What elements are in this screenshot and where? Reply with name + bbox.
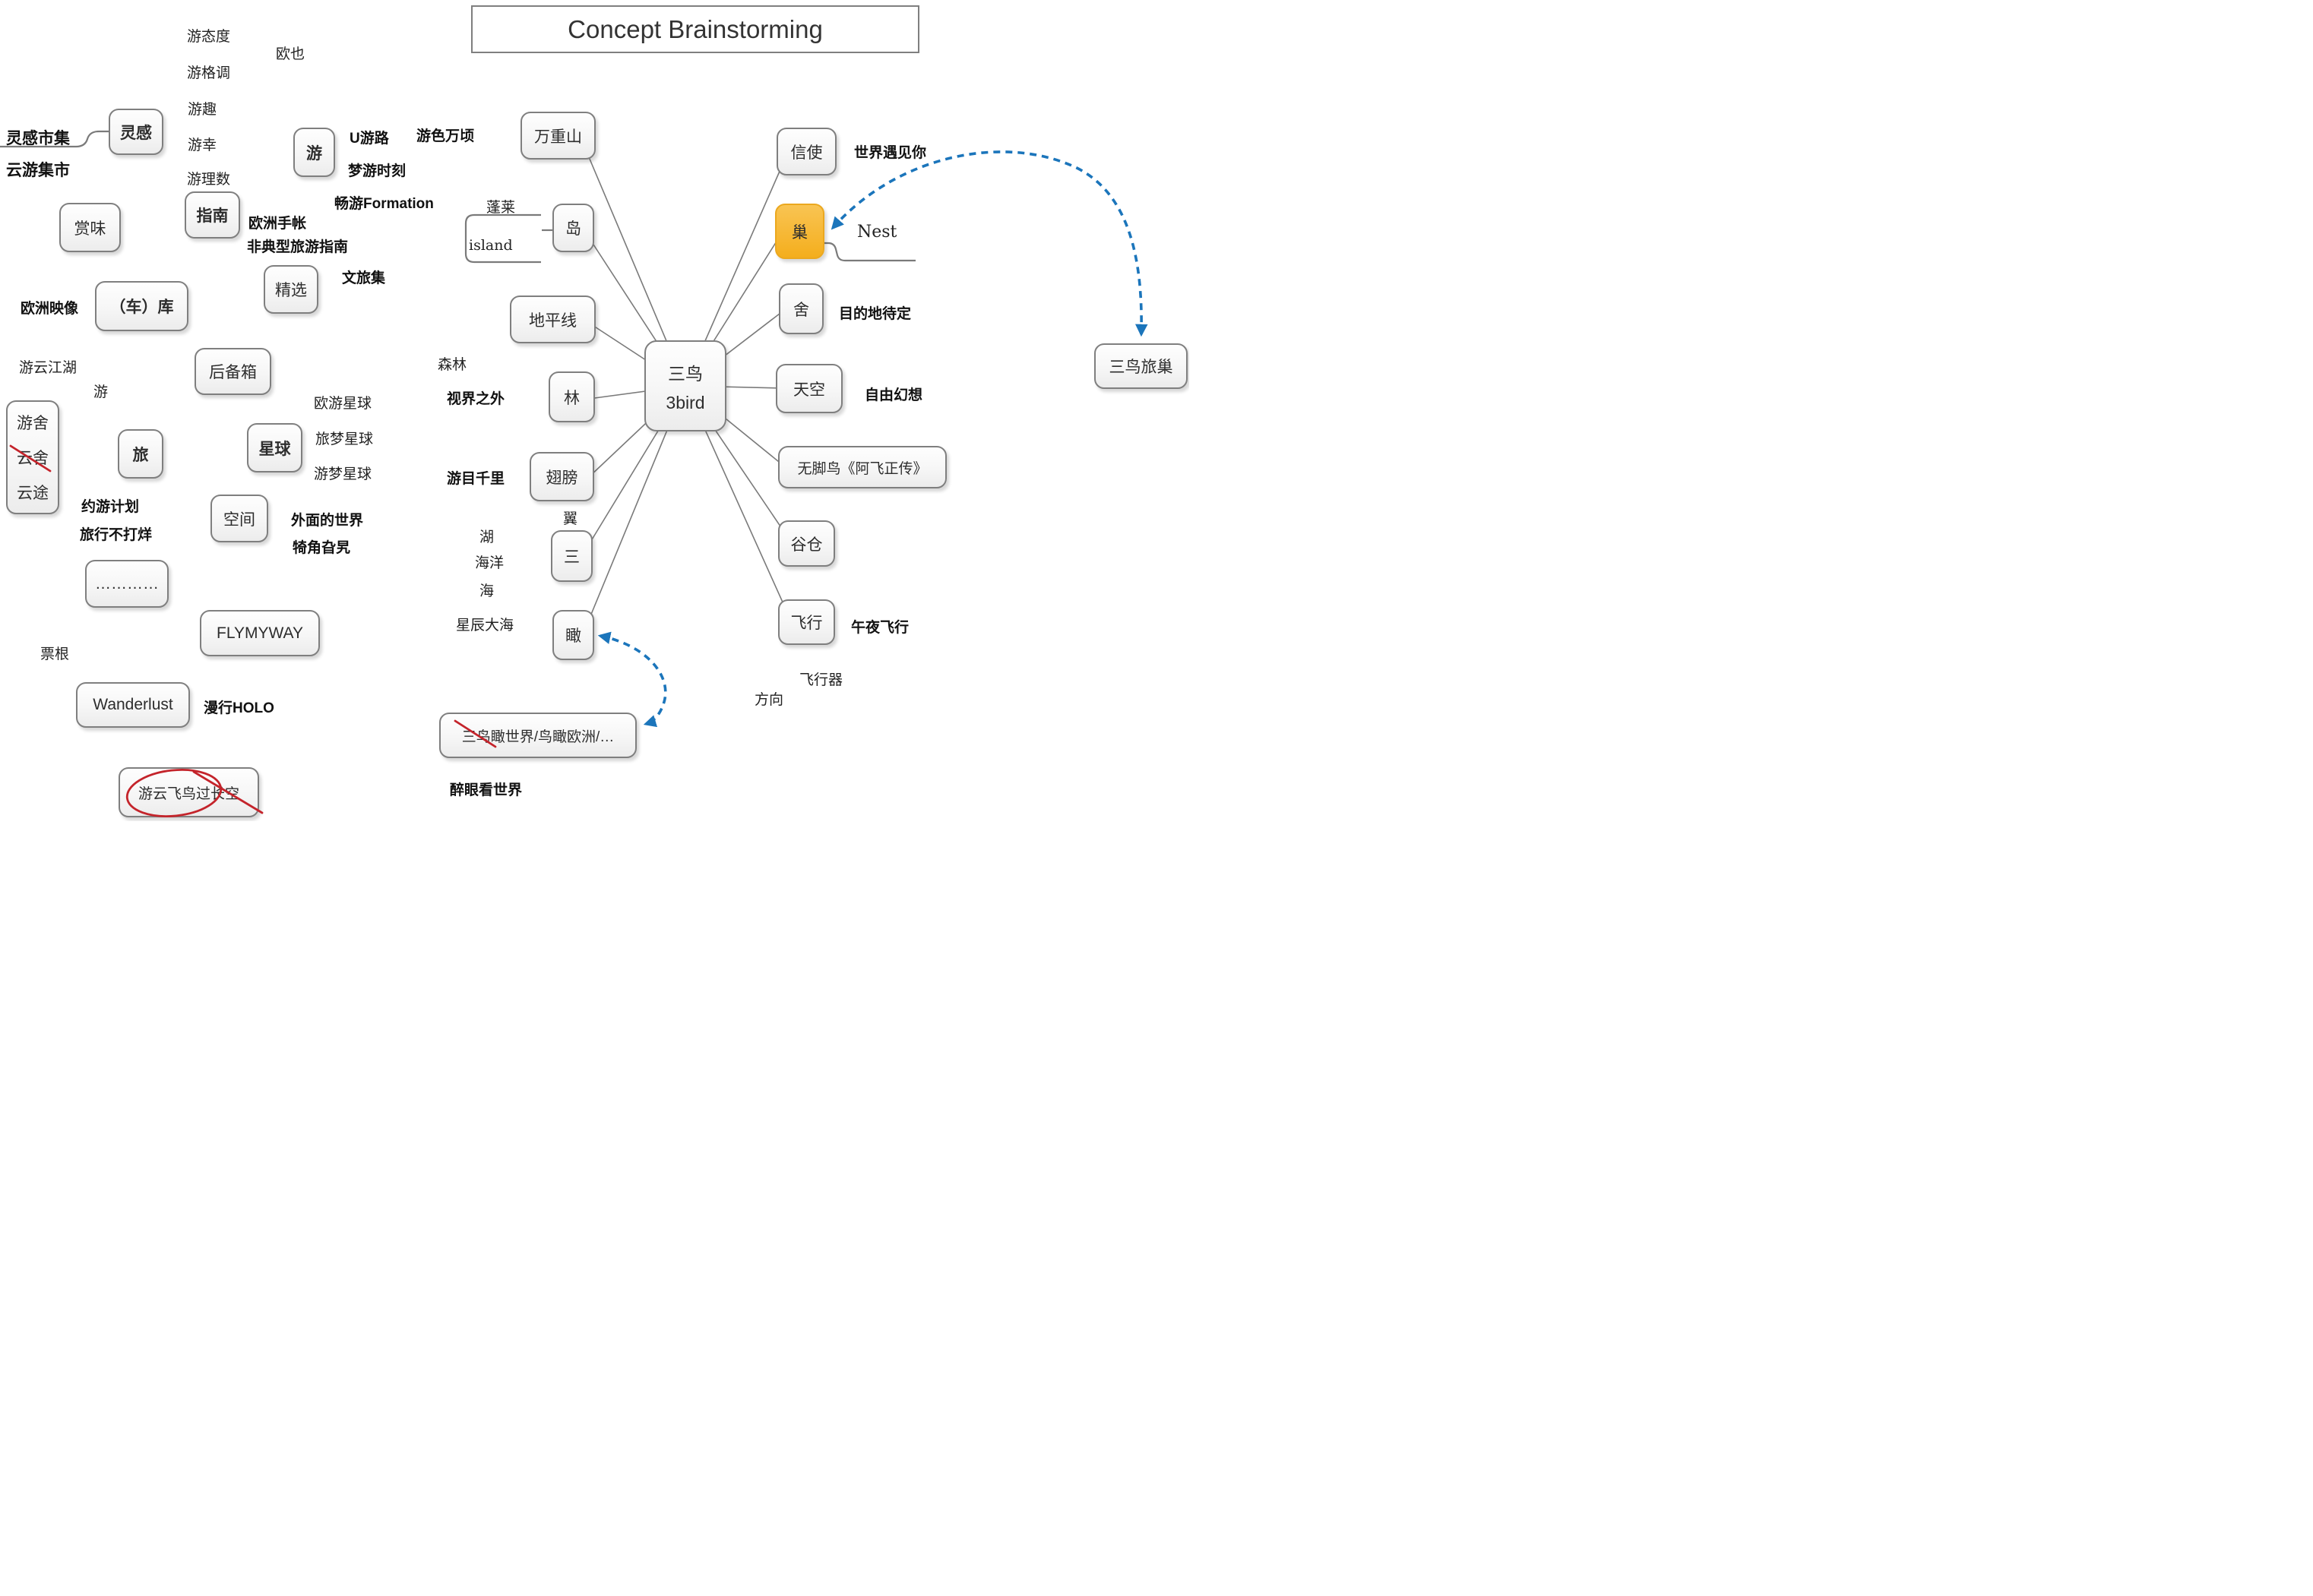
text-ouye[interactable]: 欧也 (276, 46, 305, 62)
node-wanzhongshan[interactable]: 万重山 (521, 112, 596, 160)
diagram-title-label: Concept Brainstorming (568, 14, 823, 43)
node-flymyway[interactable]: FLYMYWAY (200, 610, 320, 656)
text-manxing-holo[interactable]: 漫行HOLO (204, 700, 274, 716)
text-youmu-qianli[interactable]: 游目千里 (447, 471, 505, 487)
node-wanderlust[interactable]: Wanderlust (76, 682, 190, 728)
text-feixingqi[interactable]: 飞行器 (799, 672, 843, 688)
node-houbeixiang[interactable]: 后备箱 (195, 348, 271, 395)
text-wuye-feixing[interactable]: 午夜飞行 (851, 620, 910, 636)
text-zuiyan[interactable]: 醉眼看世界 (450, 782, 523, 798)
node-jingxuan[interactable]: 精选 (264, 265, 318, 314)
node-san[interactable]: 三 (551, 530, 593, 582)
penglai-island-bracket (464, 213, 541, 264)
node-lin[interactable]: 林 (549, 371, 595, 422)
text-you-qu[interactable]: 游趣 (188, 101, 217, 118)
node-kongjian[interactable]: 空间 (210, 495, 268, 542)
node-xingqiu[interactable]: 星球 (247, 423, 302, 472)
elbow-linggan-connector (0, 130, 109, 148)
text-yueyou-jihua[interactable]: 约游计划 (81, 499, 140, 515)
node-lvchao[interactable]: 三鸟旅巢 (1094, 343, 1188, 389)
center-label-en: 3bird (666, 392, 705, 412)
node-wujiaoniao[interactable]: 无脚鸟《阿飞正传》 (778, 446, 947, 488)
text-you-lishu[interactable]: 游理数 (187, 171, 231, 188)
node-tiankong[interactable]: 天空 (776, 364, 843, 413)
text-ouzhou-yingxiang[interactable]: 欧洲映像 (21, 301, 79, 317)
nest-callout-line (824, 242, 916, 262)
text-nest[interactable]: Nest (857, 223, 897, 242)
lodge-yuntu: 云途 (17, 485, 49, 502)
text-yi[interactable]: 翼 (563, 510, 578, 527)
text-you-xing[interactable]: 游幸 (188, 137, 217, 153)
node-xinshi[interactable]: 信使 (777, 128, 837, 175)
text-hai[interactable]: 海 (479, 583, 495, 599)
text-jijiao-gala[interactable]: 犄角旮旯 (293, 540, 351, 556)
node-gucang[interactable]: 谷仓 (778, 520, 835, 567)
text-xingchen-dahai[interactable]: 星辰大海 (456, 617, 514, 634)
text-wenlvji[interactable]: 文旅集 (342, 270, 386, 286)
mindmap-canvas: Concept Brainstorming 三鸟 3bird 灵感 游 指南 赏… (0, 0, 1189, 821)
text-island[interactable]: island (469, 237, 513, 254)
text-youmeng-xingqiu[interactable]: 游梦星球 (314, 466, 372, 482)
node-lodge-list[interactable]: 游舍 云舍 云途 (6, 400, 59, 514)
node-kanshijie-struck[interactable]: 三鸟瞰世界/鸟瞰欧洲/… (439, 713, 637, 758)
text-ziyou-huanxiang[interactable]: 自由幻想 (865, 387, 923, 403)
text-mengyou-shike[interactable]: 梦游时刻 (348, 163, 407, 179)
text-feidianxing[interactable]: 非典型旅游指南 (247, 239, 349, 255)
node-cheku[interactable]: （车）库 (95, 281, 188, 331)
text-lvmeng-xingqiu[interactable]: 旅梦星球 (315, 431, 374, 447)
text-youse-wanqing[interactable]: 游色万顷 (416, 128, 475, 144)
text-haiyang[interactable]: 海洋 (475, 555, 505, 571)
node-you[interactable]: 游 (293, 128, 335, 177)
text-senlin[interactable]: 森林 (438, 356, 467, 373)
text-piaogen[interactable]: 票根 (40, 646, 70, 662)
node-chao-highlighted[interactable]: 巢 (775, 204, 824, 259)
text-waimian-shijie[interactable]: 外面的世界 (291, 513, 364, 529)
text-yunyou-jishi[interactable]: 云游集市 (6, 162, 70, 179)
node-kan[interactable]: 瞰 (552, 610, 594, 660)
text-shijie-zhiwai[interactable]: 视界之外 (447, 391, 505, 407)
lodge-youshe: 游舍 (17, 415, 49, 432)
text-lvxing-budayang[interactable]: 旅行不打烊 (80, 527, 153, 543)
diagram-title[interactable]: Concept Brainstorming (471, 5, 919, 53)
text-u-youlu[interactable]: U游路 (350, 131, 389, 147)
text-mudidi[interactable]: 目的地待定 (839, 306, 912, 322)
center-label-zh: 三鸟 (668, 363, 703, 384)
text-changyou-formation[interactable]: 畅游Formation (334, 196, 434, 212)
text-ouyou-xingqiu[interactable]: 欧游星球 (314, 395, 372, 412)
node-dao[interactable]: 岛 (552, 204, 594, 252)
node-feiniao-struck[interactable]: 游云飞鸟过长空 (119, 767, 259, 817)
node-dots[interactable]: ………… (85, 560, 169, 608)
text-you-taidu[interactable]: 游态度 (187, 28, 231, 45)
node-lv[interactable]: 旅 (118, 429, 163, 479)
text-linggan-shiji[interactable]: 灵感市集 (6, 130, 70, 147)
text-you-gediao[interactable]: 游格调 (187, 65, 231, 81)
node-shangwei[interactable]: 赏味 (59, 203, 121, 252)
node-feixing[interactable]: 飞行 (778, 599, 835, 645)
text-shijie-yujian[interactable]: 世界遇见你 (854, 145, 927, 161)
node-chibang[interactable]: 翅膀 (530, 452, 594, 501)
text-youyun-jianghu[interactable]: 游云江湖 (19, 359, 78, 376)
text-fangxiang[interactable]: 方向 (755, 691, 784, 708)
node-center-3bird[interactable]: 三鸟 3bird (644, 340, 726, 431)
text-you-small[interactable]: 游 (93, 384, 109, 400)
text-penglai[interactable]: 蓬莱 (486, 199, 516, 216)
node-zhinan[interactable]: 指南 (185, 191, 240, 239)
text-ouzhou-shouzhang[interactable]: 欧洲手帐 (248, 216, 307, 232)
node-she[interactable]: 舍 (779, 283, 824, 334)
node-dipingxian[interactable]: 地平线 (510, 295, 596, 343)
lodge-yunshe-struck: 云舍 (17, 450, 49, 467)
node-linggan[interactable]: 灵感 (109, 109, 163, 155)
text-hu[interactable]: 湖 (479, 529, 495, 545)
